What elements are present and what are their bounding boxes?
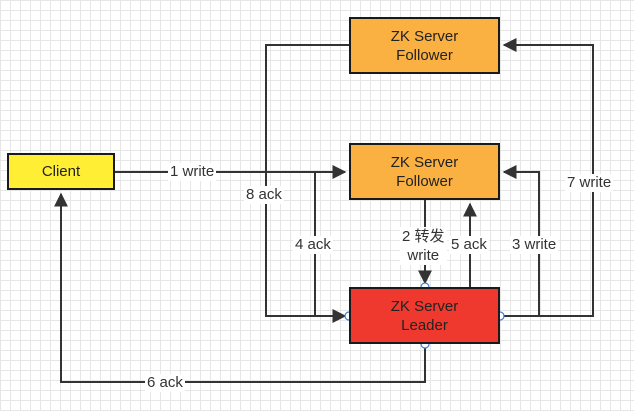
leader-line2: Leader	[401, 316, 448, 334]
client-label: Client	[41, 163, 81, 180]
edge-label-6: 6 ack	[145, 374, 185, 392]
edge-label-2: 2 转发 write	[400, 227, 447, 265]
client-node: Client	[7, 153, 115, 190]
edge-label-2-line2: write	[407, 247, 440, 264]
follower-top-line2: Follower	[396, 46, 453, 64]
edge-label-8: 8 ack	[244, 186, 284, 204]
follower-top-node: ZK Server Follower	[349, 17, 500, 74]
edge-label-2-line1: 2 转发	[402, 228, 445, 245]
edge-label-1: 1 write	[168, 163, 217, 181]
leader-line1: ZK Server	[390, 297, 459, 315]
follower-top-line1: ZK Server	[390, 27, 459, 45]
edge-label-5: 5 ack	[449, 236, 489, 254]
follower-middle-line2: Follower	[396, 172, 453, 190]
follower-middle-node: ZK Server Follower	[349, 143, 500, 200]
leader-node: ZK Server Leader	[349, 287, 500, 344]
edge-8-ack	[265, 44, 349, 323]
edge-label-7: 7 write	[565, 174, 614, 192]
follower-middle-line1: ZK Server	[390, 153, 459, 171]
edge-6-ack	[54, 192, 426, 383]
edge-label-3: 3 write	[510, 236, 559, 254]
edge-label-4: 4 ack	[293, 236, 333, 254]
